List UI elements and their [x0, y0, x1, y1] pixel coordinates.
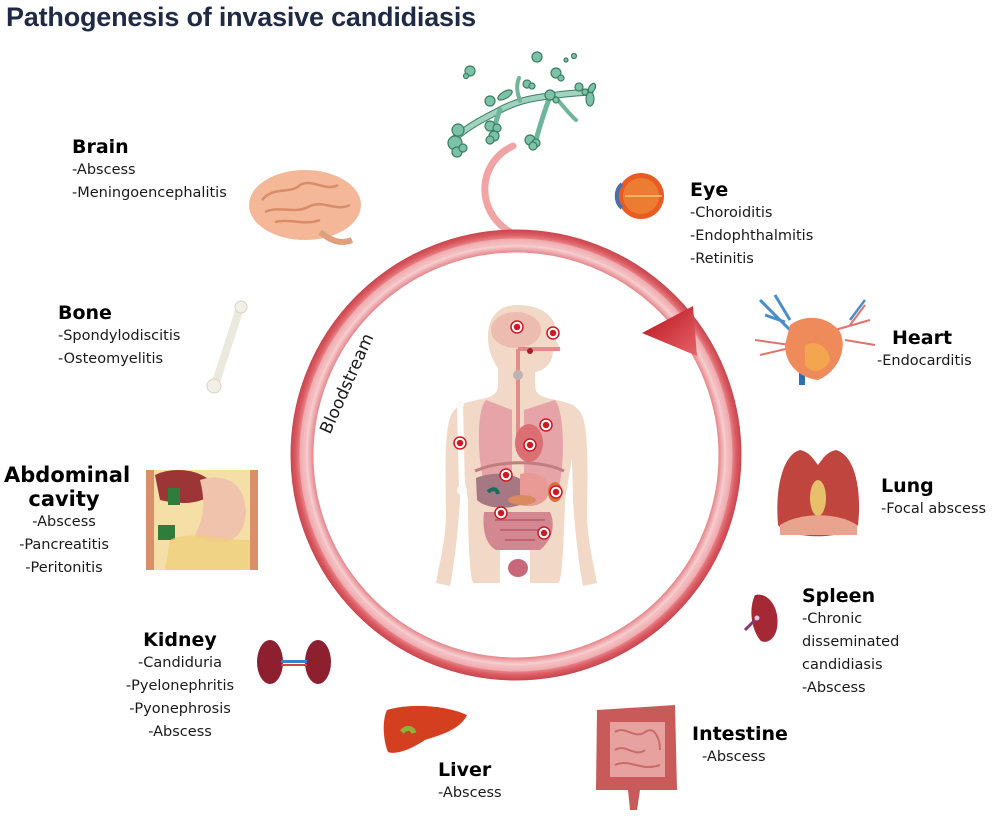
heart-item: -Endocarditis — [877, 353, 972, 369]
organ-liver: Liver -Abscess — [438, 758, 502, 805]
kidney-item: -Pyonephrosis — [129, 701, 231, 717]
organ-abdominal-cavity: Abdominal cavity -Abscess -Pancreatitis … — [4, 463, 131, 580]
kidney-item: -Abscess — [148, 724, 212, 740]
eye-heading: Eye — [690, 179, 729, 201]
eye-item: -Endophthalmitis — [690, 228, 814, 244]
bone-icon — [206, 300, 248, 394]
eye-icon — [614, 173, 664, 219]
abdominal-item: -Pancreatitis — [19, 537, 109, 553]
bone-item: -Osteomyelitis — [58, 351, 164, 367]
kidney-heading: Kidney — [143, 629, 217, 651]
intestine-icon — [596, 705, 677, 810]
kidney-item: -Candiduria — [138, 655, 222, 671]
spleen-item: disseminated — [802, 634, 900, 650]
spleen-item: -Chronic — [802, 611, 863, 627]
intestine-item: -Abscess — [702, 749, 766, 765]
spleen-heading: Spleen — [802, 585, 876, 607]
spleen-icon — [743, 594, 778, 642]
infection-markers — [453, 320, 563, 540]
liver-icon — [383, 705, 467, 753]
brain-icon — [249, 170, 361, 245]
liver-heading: Liver — [438, 759, 492, 781]
heart-icon — [754, 294, 876, 385]
organ-brain: Brain -Abscess -Meningoencephalitis — [72, 135, 227, 205]
eye-item: -Choroiditis — [690, 205, 773, 221]
abdominal-item: -Abscess — [32, 514, 96, 530]
liver-item: -Abscess — [438, 785, 502, 801]
brain-heading: Brain — [72, 136, 129, 158]
spleen-item: candidiasis — [802, 657, 883, 673]
abdominal-item: -Peritonitis — [25, 560, 103, 576]
abdominal-heading-line1: Abdominal — [4, 463, 131, 487]
diagram-title: Pathogenesis of invasive candidiasis — [6, 2, 476, 32]
organ-intestine: Intestine -Abscess — [692, 722, 788, 769]
eye-item: -Retinitis — [690, 251, 754, 267]
brain-item: -Meningoencephalitis — [72, 185, 227, 201]
candida-fungus-icon — [447, 51, 597, 158]
tail-connector — [481, 142, 517, 236]
organ-spleen: Spleen -Chronic disseminated candidiasis… — [802, 584, 899, 700]
heart-heading: Heart — [892, 327, 953, 349]
bone-heading: Bone — [58, 302, 112, 324]
organ-kidney: Kidney -Candiduria -Pyelonephritis -Pyon… — [112, 628, 248, 744]
bone-item: -Spondylodiscitis — [58, 328, 181, 344]
flow-arrow-icon — [642, 306, 697, 356]
organ-bone: Bone -Spondylodiscitis -Osteomyelitis — [58, 301, 180, 371]
lung-icon — [777, 450, 860, 537]
lung-item: -Focal abscess — [881, 501, 987, 517]
intestine-heading: Intestine — [692, 723, 788, 745]
organ-lung: Lung -Focal abscess — [881, 474, 986, 521]
abdominal-heading-line2: cavity — [28, 487, 100, 511]
spleen-item: -Abscess — [802, 680, 866, 696]
abdominal-cavity-icon — [146, 470, 258, 570]
kidney-icon — [257, 640, 331, 684]
organ-heart: Heart -Endocarditis — [877, 326, 972, 373]
lung-heading: Lung — [881, 475, 934, 497]
kidney-item: -Pyelonephritis — [125, 678, 235, 694]
organ-eye: Eye -Choroiditis -Endophthalmitis -Retin… — [690, 178, 813, 271]
brain-item: -Abscess — [72, 162, 136, 178]
